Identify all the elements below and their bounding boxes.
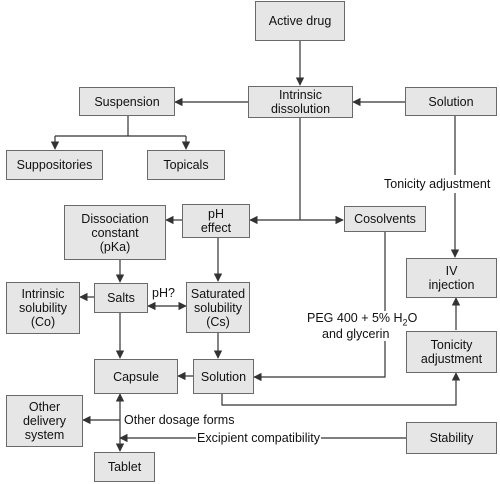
node-topicals: Topicals xyxy=(147,150,225,180)
label-other-dosage-forms: Other dosage forms xyxy=(123,413,236,427)
edge-cosolvents-to-solution xyxy=(253,232,386,382)
node-suspension: Suspension xyxy=(79,87,175,116)
label-ph-question: pH? xyxy=(151,286,176,300)
label-peg-400: PEG 400 + 5% H2O xyxy=(306,311,419,330)
node-suppositories: Suppositories xyxy=(6,150,103,180)
node-cosolvents: Cosolvents xyxy=(344,206,426,232)
node-capsule: Capsule xyxy=(94,359,178,394)
node-active-drug: Active drug xyxy=(255,1,345,41)
node-salts: Salts xyxy=(94,283,148,313)
edge-solution-to-tonicity xyxy=(221,372,461,406)
node-stability: Stability xyxy=(406,422,497,454)
edge-suspension-split xyxy=(55,116,186,137)
node-solution-top: Solution xyxy=(405,87,497,116)
label-tonicity-adjustment: Tonicity adjustment xyxy=(381,175,494,193)
node-tablet: Tablet xyxy=(94,452,155,482)
label-and-glycerin: and glycerin xyxy=(321,327,391,341)
label-excipient-compatibility: Excipient compatibility xyxy=(196,431,321,445)
node-solution-mid: Solution xyxy=(193,359,254,394)
